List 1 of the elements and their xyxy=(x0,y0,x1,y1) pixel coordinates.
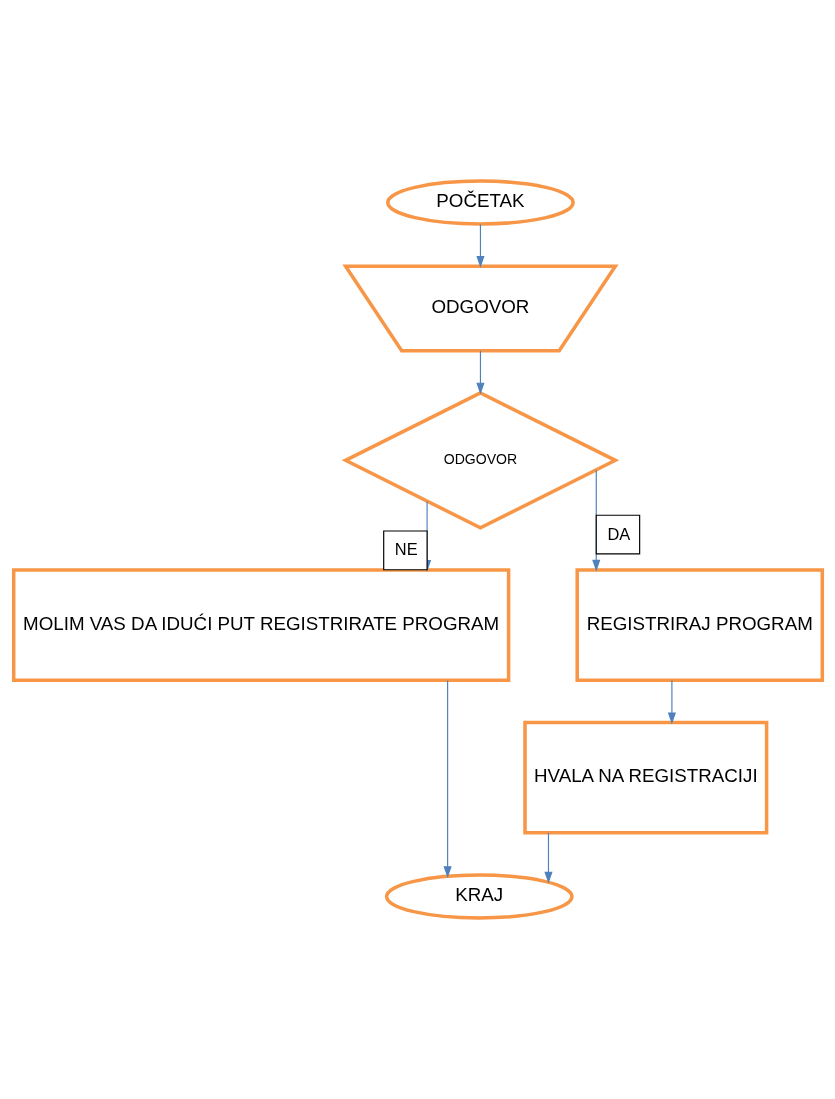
edge-label: NE xyxy=(394,540,418,559)
